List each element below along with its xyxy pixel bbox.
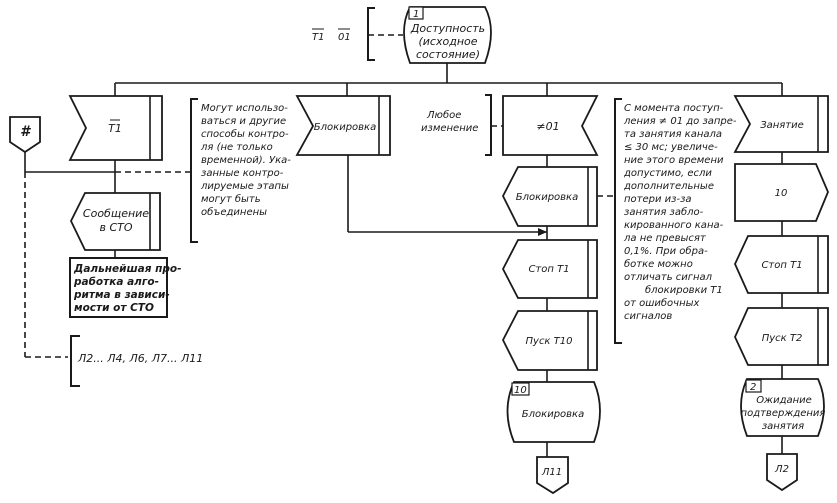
svg-text:Сообщение: Сообщение: [83, 207, 149, 220]
svg-text:ритма в зависи-: ритма в зависи-: [73, 289, 170, 301]
input-blocking-label: Блокировка: [314, 122, 376, 133]
state-1-available[interactable]: 1 Доступность (исходное состояние): [403, 6, 492, 64]
state-10-blocking[interactable]: 10 Блокировка: [506, 381, 601, 443]
input-seize[interactable]: Занятие: [733, 95, 829, 153]
svg-text:ваться и другие: ваться и другие: [201, 116, 286, 127]
svg-text:объединены: объединены: [201, 206, 267, 218]
svg-text:Л2: Л2: [774, 464, 789, 475]
svg-text:0,1%. При обра-: 0,1%. При обра-: [624, 245, 708, 257]
input-not-01[interactable]: ≠01: [502, 95, 599, 156]
svg-text:в СТО: в СТО: [99, 221, 132, 234]
svg-text:изменение: изменение: [421, 123, 478, 134]
svg-text:дополнительные: дополнительные: [623, 181, 714, 192]
svg-text:Любое: Любое: [426, 109, 461, 121]
svg-text:Стоп T1: Стоп T1: [528, 264, 569, 275]
svg-text:ботке можно: ботке можно: [624, 258, 693, 270]
svg-text:Дальнейшая про-: Дальнейшая про-: [73, 263, 181, 275]
output-blocking[interactable]: Блокировка: [501, 166, 598, 227]
svg-text:ля (не только: ля (не только: [200, 142, 273, 153]
svg-text:Пуск T10: Пуск T10: [526, 336, 573, 347]
svg-text:блокировки T1: блокировки T1: [645, 284, 723, 296]
t1-control-note: Могут использо- ваться и другие способы …: [190, 98, 291, 243]
svg-text:занятия: занятия: [762, 421, 804, 432]
arrowhead-icon: [538, 228, 547, 236]
svg-text:ла не превысят: ла не превысят: [623, 233, 707, 244]
svg-text:лируемые этапы: лируемые этапы: [200, 181, 289, 192]
svg-text:способы контро-: способы контро-: [201, 128, 289, 140]
state-2-awaiting-confirmation[interactable]: 2 Ожидание подтверждения занятия: [740, 378, 826, 437]
svg-text:Л11: Л11: [541, 467, 562, 478]
input-t1-label: T1: [108, 122, 122, 135]
svg-text:допустимо, если: допустимо, если: [623, 168, 712, 179]
svg-text:могут быть: могут быть: [201, 193, 261, 205]
output-stop-t1[interactable]: Стоп T1: [501, 239, 598, 299]
connector-l11[interactable]: Л11: [536, 456, 569, 495]
svg-text:занятия забло-: занятия забло-: [624, 206, 704, 218]
input-not-01-label: ≠01: [536, 120, 559, 133]
svg-text:ние этого времени: ние этого времени: [624, 155, 724, 166]
state-label-line1: Доступность: [410, 22, 485, 35]
send-10[interactable]: 10: [734, 163, 829, 222]
output-start-t2[interactable]: Пуск T2: [734, 307, 829, 366]
svg-text:Занятие: Занятие: [760, 120, 804, 131]
svg-text:Блокировка: Блокировка: [522, 409, 584, 420]
input-blocking[interactable]: Блокировка: [295, 95, 391, 156]
state-number: 1: [413, 9, 419, 20]
svg-text:Л2... Л4, Л6, Л7... Л11: Л2... Л4, Л6, Л7... Л11: [77, 352, 203, 365]
svg-text:та занятия канала: та занятия канала: [624, 129, 722, 140]
svg-text:10: 10: [775, 188, 788, 199]
svg-text:отличать сигнал: отличать сигнал: [624, 272, 713, 283]
svg-text:С момента поступ-: С момента поступ-: [624, 103, 724, 114]
connector-hash[interactable]: #: [9, 116, 41, 154]
state-label-line3: состояние): [416, 48, 480, 61]
svg-text:от ошибочных: от ошибочных: [624, 297, 700, 309]
svg-text:мости от СТО: мости от СТО: [74, 302, 154, 314]
svg-text:ления ≠ 01 до запре-: ления ≠ 01 до запре-: [623, 116, 737, 127]
svg-text:сигналов: сигналов: [624, 311, 672, 322]
svg-text:занные контро-: занные контро-: [201, 168, 284, 179]
start-signals-note: T1 01: [312, 7, 403, 61]
lines-note: Л2... Л4, Л6, Л7... Л11: [70, 335, 203, 387]
svg-text:потери из-за: потери из-за: [624, 194, 692, 205]
timing-note: С момента поступ- ления ≠ 01 до запре- т…: [614, 98, 737, 344]
svg-text:работка алго-: работка алго-: [73, 276, 159, 288]
signal-01-bar: 01: [338, 32, 351, 43]
svg-text:2: 2: [750, 382, 756, 393]
input-t1[interactable]: T1: [68, 95, 163, 161]
signal-t1-bar: T1: [312, 32, 324, 43]
svg-text:временной). Ука-: временной). Ука-: [201, 155, 291, 166]
svg-text:Пуск T2: Пуск T2: [762, 333, 803, 344]
any-change-note: Любое изменение: [421, 94, 505, 156]
connector-hash-label: #: [20, 124, 31, 140]
svg-text:Блокировка: Блокировка: [516, 192, 578, 203]
task-further-processing[interactable]: Дальнейшая про- работка алго- ритма в за…: [69, 257, 181, 318]
svg-text:Ожидание: Ожидание: [756, 395, 812, 406]
output-message-sto[interactable]: Сообщение в СТО: [69, 192, 161, 251]
svg-text:≤ 30 мс; увеличе-: ≤ 30 мс; увеличе-: [624, 142, 718, 153]
svg-text:Могут использо-: Могут использо-: [201, 103, 288, 114]
state-label-line2: (исходное: [418, 35, 477, 48]
connector-l2[interactable]: Л2: [766, 453, 798, 492]
output-start-t10[interactable]: Пуск T10: [501, 310, 598, 371]
svg-text:подтверждения: подтверждения: [741, 408, 826, 419]
output-stop-t1-seize[interactable]: Стоп T1: [734, 235, 829, 294]
svg-text:кированного кана-: кированного кана-: [624, 220, 724, 231]
svg-text:Стоп T1: Стоп T1: [761, 260, 802, 271]
svg-text:10: 10: [514, 385, 527, 396]
